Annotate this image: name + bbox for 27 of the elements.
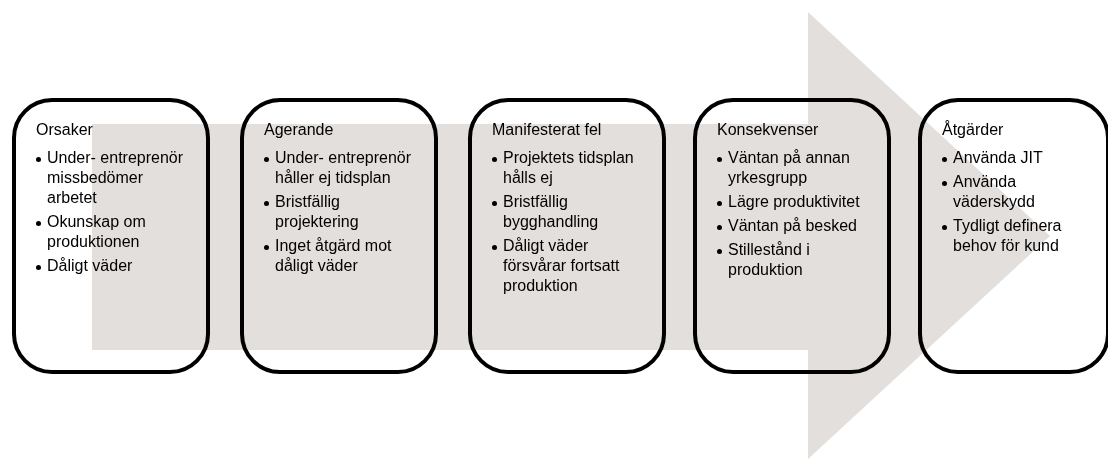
block-arrow xyxy=(92,12,1050,459)
bullet-text: Under- entreprenör håller ej tidsplan xyxy=(275,148,413,188)
bullet-text: Okunskap om produktionen xyxy=(47,212,147,252)
bullet-text: Projektets tidsplan hålls ej xyxy=(503,148,635,188)
box-heading: Konsekvenser xyxy=(717,120,820,140)
bullet-text: Väntan på besked xyxy=(728,216,857,236)
rounded-box xyxy=(468,98,666,374)
rounded-box xyxy=(12,98,210,374)
bullet-text: Lägre produktivitet xyxy=(728,192,860,212)
bullet-text: Använda JIT xyxy=(953,148,1043,168)
bullet-text: Bristfällig projektering xyxy=(275,192,360,232)
box-heading: Manifesterat fel xyxy=(492,120,603,140)
bullet-text: Väntan på annan yrkesgrupp xyxy=(728,148,851,188)
bullet-text: Bristfällig bygghandling xyxy=(503,192,600,232)
bullet-text: Använda väderskydd xyxy=(953,172,1036,212)
rounded-box xyxy=(693,98,891,374)
box-heading: Orsaker xyxy=(36,120,94,140)
bullet-text: Tydligt definera behov för kund xyxy=(953,216,1063,256)
rounded-box xyxy=(918,98,1108,374)
bullet-text: Dåligt väder försvårar fortsatt produktion xyxy=(503,236,621,296)
bullet-text: Inget åtgärd mot dåligt väder xyxy=(275,236,393,276)
box-heading: Åtgärder xyxy=(942,120,1005,140)
bullet-text: Dåligt väder xyxy=(47,256,133,276)
rounded-box xyxy=(240,98,438,374)
bullet-text: Under- entreprenör missbedömer arbetet xyxy=(47,148,185,208)
box-heading: Agerande xyxy=(264,120,335,140)
bullet-text: Stillestånd i produktion xyxy=(728,240,811,280)
